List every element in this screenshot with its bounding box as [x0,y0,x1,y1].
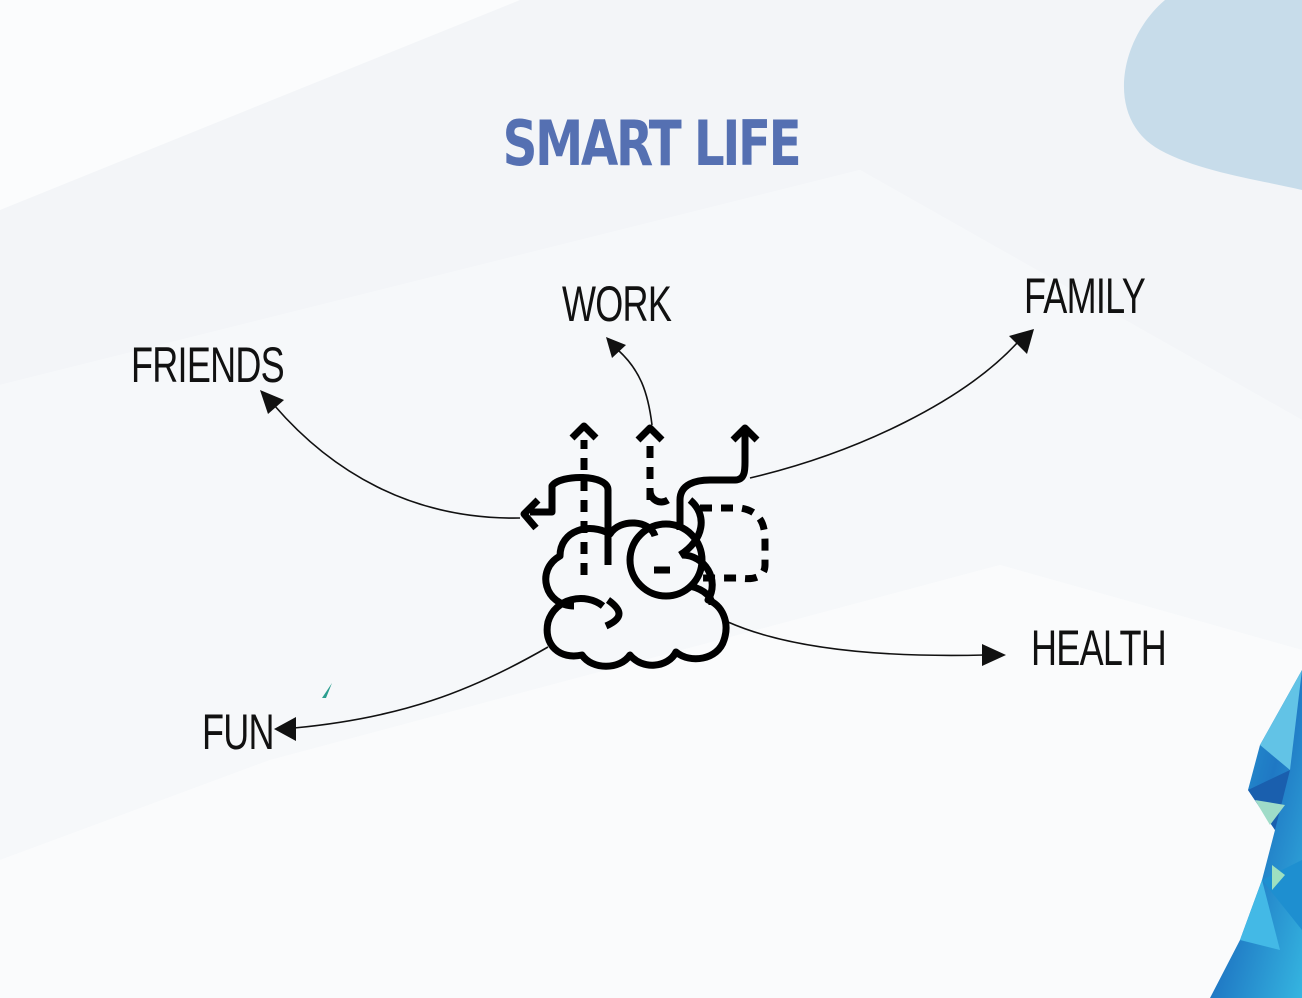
slide-title: SMART LIFE [502,107,802,180]
connector-work [617,349,653,426]
arrowhead-fun [274,717,296,741]
bg-polygon-mid [0,170,1302,860]
shard-decoration [322,683,332,698]
arrowhead-work [606,337,626,358]
bg-polygon-light [0,0,1302,420]
connector-friends [273,404,521,519]
connector-health [727,621,986,657]
bg-polygon-bottom [0,565,1302,998]
connector-family [749,341,1019,479]
crystal-decoration [1210,670,1302,998]
branch-label-fun: FUN [202,704,275,760]
connector-fun [293,646,549,729]
arrowhead-friends [260,390,284,414]
arrowhead-health [982,644,1006,666]
branch-label-family: FAMILY [1024,268,1146,324]
arrowhead-family [1009,329,1034,354]
branch-label-work: WORK [562,276,672,332]
blob-shape [1123,0,1302,190]
branch-label-friends: FRIENDS [131,337,285,393]
branch-label-health: HEALTH [1031,620,1167,676]
brain-icon [520,422,769,670]
